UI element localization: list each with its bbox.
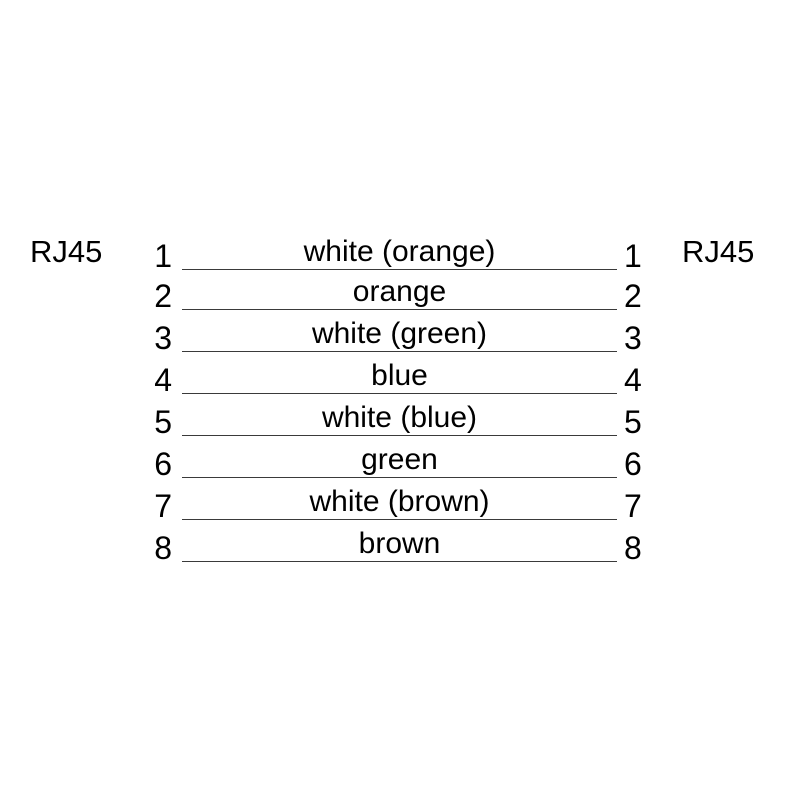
- wire-label: white (blue): [321, 401, 478, 434]
- pin-number-left: 6: [154, 446, 172, 482]
- pin-number-right: 2: [624, 278, 642, 314]
- wire-line: [182, 561, 617, 562]
- wire-line: [182, 269, 617, 270]
- connector-right-label: RJ45: [682, 234, 755, 269]
- pin-number-right: 5: [624, 404, 642, 440]
- pin-number-left: 3: [154, 320, 172, 356]
- wire-label: brown: [358, 527, 441, 560]
- pin-number-right: 8: [624, 530, 642, 566]
- wire-label: orange: [352, 275, 447, 308]
- wire-label: blue: [371, 359, 428, 392]
- pin-number-right: 7: [624, 488, 642, 524]
- pin-number-right: 3: [624, 320, 642, 356]
- wire-line: [182, 519, 617, 520]
- connector-left-label: RJ45: [30, 234, 103, 269]
- wire-line: [182, 477, 617, 478]
- pin-number-left: 1: [154, 238, 172, 274]
- pin-number-right: 6: [624, 446, 642, 482]
- pin-number-left: 5: [154, 404, 172, 440]
- pin-number-left: 4: [154, 362, 172, 398]
- pin-number-left: 7: [154, 488, 172, 524]
- wire-line: [182, 309, 617, 310]
- pin-number-left: 2: [154, 278, 172, 314]
- wire-label: white (green): [311, 317, 488, 350]
- wire-line: [182, 351, 617, 352]
- wire-label: white (orange): [303, 235, 496, 268]
- wire-label: green: [361, 443, 438, 476]
- pin-number-right: 4: [624, 362, 642, 398]
- wire-label: white (brown): [309, 485, 490, 518]
- wire-line: [182, 393, 617, 394]
- pin-number-left: 8: [154, 530, 172, 566]
- wire-line: [182, 435, 617, 436]
- pin-number-right: 1: [624, 238, 642, 274]
